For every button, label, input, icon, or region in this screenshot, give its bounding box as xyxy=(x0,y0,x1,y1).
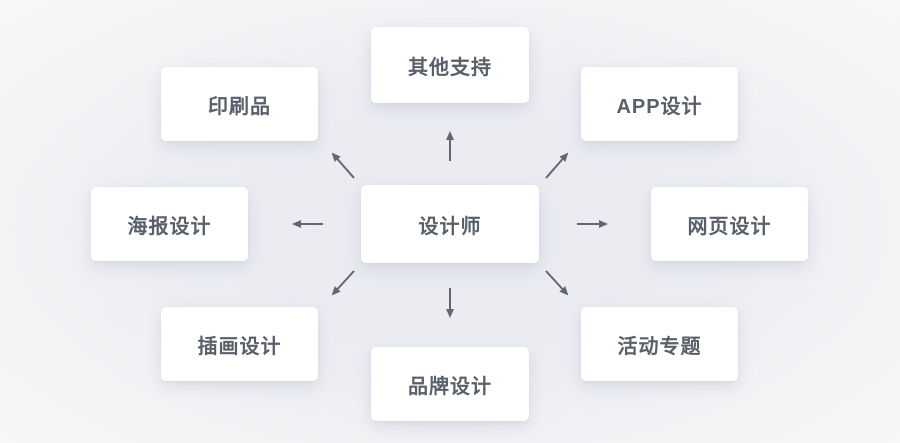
node-card-top-left[interactable]: 印刷品 xyxy=(161,67,318,141)
node-label-top-right: APP设计 xyxy=(616,95,703,118)
arrow-down-left-icon xyxy=(331,270,355,296)
node-card-bottom[interactable]: 品牌设计 xyxy=(371,347,529,421)
node-card-center[interactable]: 设计师 xyxy=(361,185,539,263)
arrow-down-right-icon xyxy=(545,270,569,296)
node-label-bottom: 品牌设计 xyxy=(408,375,492,398)
node-label-center: 设计师 xyxy=(418,215,482,238)
arrow-up-right-icon xyxy=(545,152,569,179)
arrow-up-left-icon xyxy=(331,152,355,179)
node-label-bottom-right: 活动专题 xyxy=(617,335,702,358)
node-label-right: 网页设计 xyxy=(687,215,772,238)
node-label-left: 海报设计 xyxy=(127,215,212,238)
node-card-right[interactable]: 网页设计 xyxy=(651,187,808,261)
node-card-top-right[interactable]: APP设计 xyxy=(581,67,738,141)
node-card-top[interactable]: 其他支持 xyxy=(371,27,529,103)
node-label-top-left: 印刷品 xyxy=(208,95,271,118)
node-card-left[interactable]: 海报设计 xyxy=(91,187,248,261)
node-label-bottom-left: 插画设计 xyxy=(197,335,282,358)
node-label-top: 其他支持 xyxy=(408,56,492,79)
node-card-bottom-right[interactable]: 活动专题 xyxy=(581,307,738,381)
node-card-bottom-left[interactable]: 插画设计 xyxy=(161,307,318,381)
